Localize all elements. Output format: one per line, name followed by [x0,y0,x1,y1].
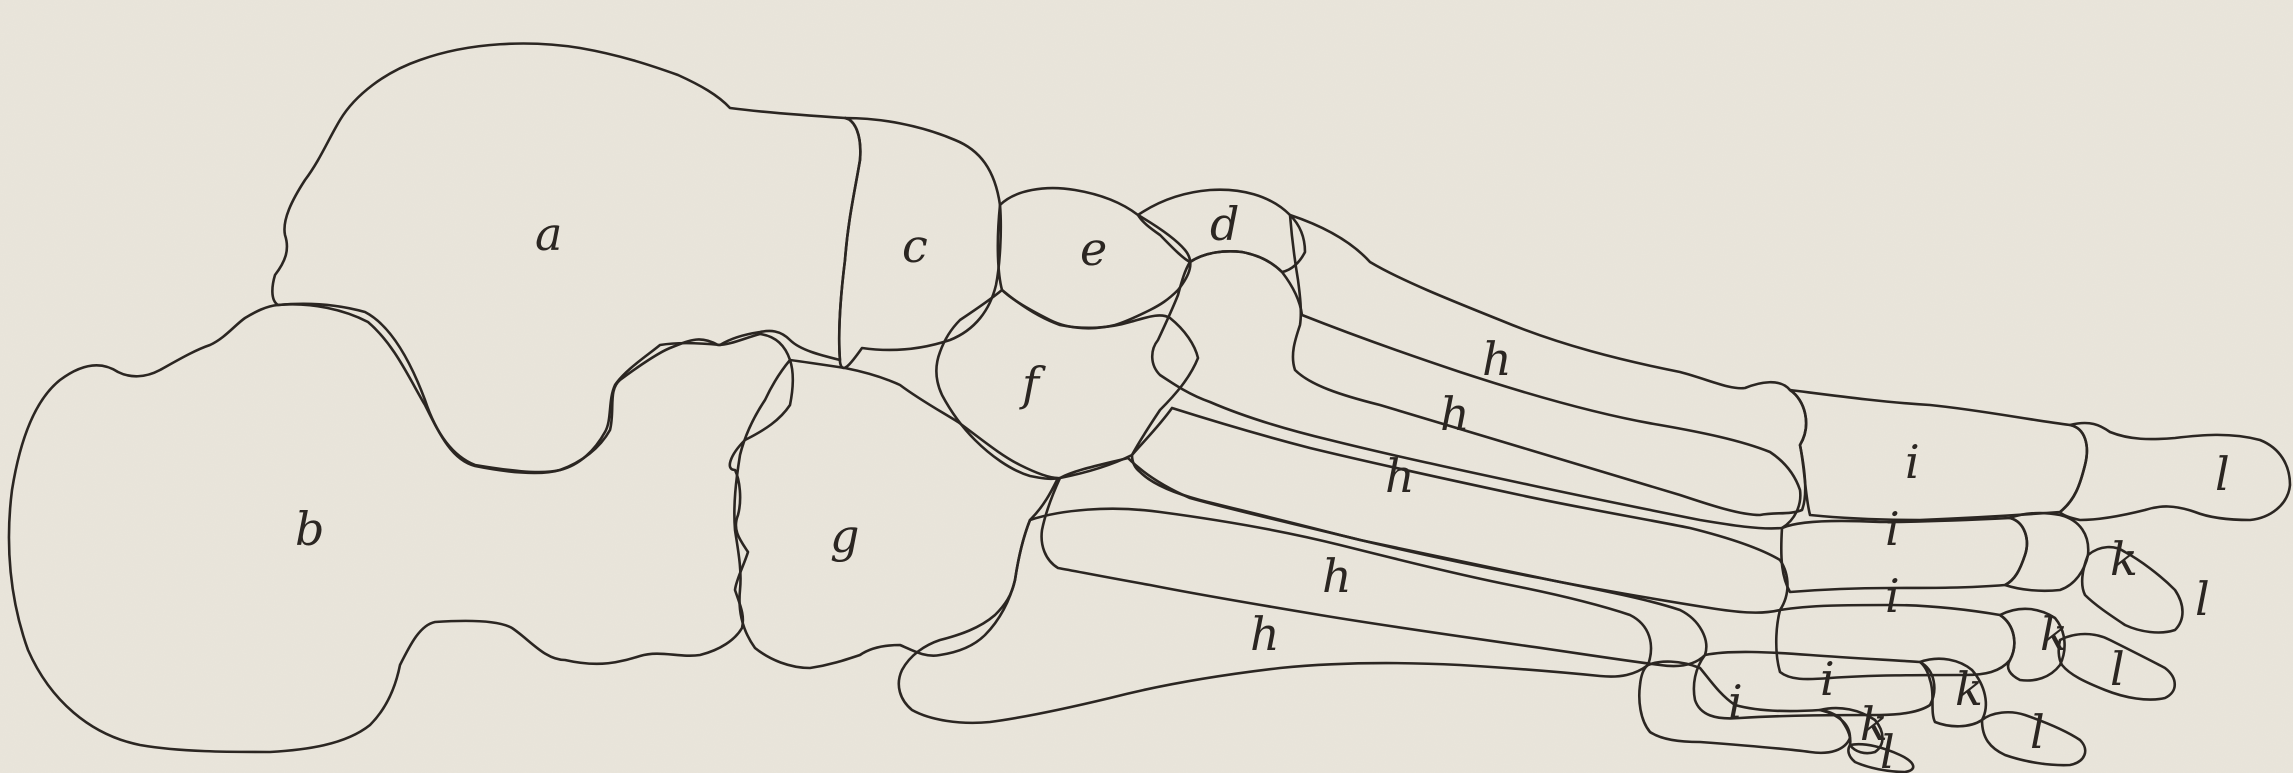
label-h-metatarsal-3: h [1385,449,1415,503]
label-k-phalanx-4: k [1955,662,1983,716]
label-e-medial-cuneiform: e [1080,222,1107,276]
label-h-metatarsal-2: h [1440,387,1470,441]
label-l-phalanx-5: l [1880,725,1895,773]
label-i-phalanx-3: i [1885,569,1900,623]
label-h-metatarsal-4: h [1322,549,1352,603]
label-c-navicular: c [902,219,928,273]
label-h-metatarsal-5: h [1250,607,1280,661]
label-k-phalanx-3: k [2040,607,2068,661]
label-b-calcaneus: b [295,502,324,556]
label-l-phalanx-2: l [2195,572,2210,626]
label-k-phalanx-2: k [2110,532,2138,586]
label-h-metatarsal-1: h [1482,332,1512,386]
label-i-phalanx-5: i [1728,675,1743,729]
label-i-phalanx-1: i [1905,435,1920,489]
label-l-phalanx-4: l [2030,705,2045,759]
label-i-phalanx-4: i [1820,652,1835,706]
label-l-phalanx-1: l [2215,447,2230,501]
label-g-cuboid: g [830,509,859,563]
label-l-phalanx-3: l [2110,642,2125,696]
label-d-intermediate-cuneiform: d [1210,197,1239,251]
label-a-talus: a [535,207,562,261]
label-i-phalanx-2: i [1885,502,1900,556]
